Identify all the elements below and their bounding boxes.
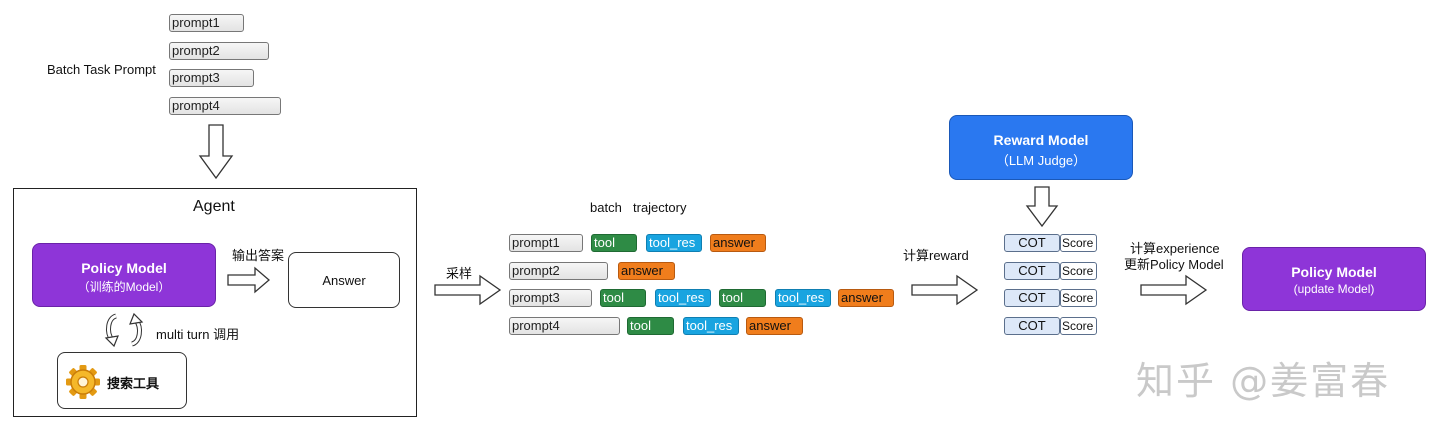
answer-box-label: Answer: [322, 273, 366, 288]
gear-icon: [66, 365, 100, 399]
batch-task-prompt-label: Batch Task Prompt: [47, 62, 156, 77]
sample-label: 采样: [446, 266, 473, 281]
updated-policy-model-box: Policy Model (update Model): [1242, 247, 1426, 311]
score-cell: Score: [1060, 262, 1097, 280]
compute-reward-label: 计算reward: [903, 248, 969, 263]
trajectory-step-tool: tool: [719, 289, 766, 307]
batch-prompt-2: prompt2: [169, 42, 269, 60]
cot-cell: COT: [1004, 234, 1060, 252]
score-cell: Score: [1060, 317, 1097, 335]
score-cell: Score: [1060, 234, 1097, 252]
compute-experience-label: 计算experience: [1130, 241, 1220, 256]
score-cell: Score: [1060, 289, 1097, 307]
output-answer-label: 输出答案: [232, 248, 285, 263]
policy-model-subtitle: （训练的Model）: [77, 280, 171, 294]
cycle-icon: [104, 312, 144, 348]
batch-prompt-4: prompt4: [169, 97, 281, 115]
watermark: 知乎 @姜富春: [1136, 359, 1391, 403]
trajectory-title-batch: batch: [590, 200, 622, 215]
trajectory-step-tool: tool: [600, 289, 646, 307]
right-arrow-to-answer: [227, 266, 270, 294]
policy-model-title: Policy Model: [81, 260, 167, 276]
trajectory-step-answer: answer: [838, 289, 894, 307]
trajectory-step-tool-res: tool_res: [655, 289, 711, 307]
trajectory-title-trajectory: trajectory: [633, 200, 687, 215]
multi-turn-label: multi turn 调用: [156, 327, 240, 342]
agent-title: Agent: [193, 198, 235, 215]
trajectory-step-tool-res: tool_res: [775, 289, 831, 307]
answer-box: Answer: [288, 252, 400, 308]
trajectory-prompt-3: prompt3: [509, 289, 592, 307]
trajectory-step-tool: tool: [627, 317, 674, 335]
trajectory-step-tool: tool: [591, 234, 637, 252]
down-arrow-to-scores: [1025, 186, 1059, 228]
trajectory-step-answer: answer: [618, 262, 675, 280]
right-arrow-sample: [434, 274, 502, 306]
right-arrow-compute-reward: [911, 274, 979, 306]
trajectory-prompt-2: prompt2: [509, 262, 608, 280]
trajectory-step-answer: answer: [746, 317, 803, 335]
trajectory-step-answer: answer: [710, 234, 766, 252]
trajectory-prompt-1: prompt1: [509, 234, 583, 252]
cot-cell: COT: [1004, 317, 1060, 335]
cot-cell: COT: [1004, 262, 1060, 280]
trajectory-step-tool-res: tool_res: [683, 317, 739, 335]
reward-model-box: Reward Model （LLM Judge）: [949, 115, 1133, 180]
trajectory-step-tool-res: tool_res: [646, 234, 702, 252]
right-arrow-update-policy: [1140, 274, 1208, 306]
trajectory-prompt-4: prompt4: [509, 317, 620, 335]
updated-policy-subtitle: (update Model): [1293, 282, 1375, 296]
batch-prompt-3: prompt3: [169, 69, 254, 87]
reward-model-subtitle: （LLM Judge）: [995, 153, 1087, 168]
policy-model-box: Policy Model （训练的Model）: [32, 243, 216, 307]
update-policy-label: 更新Policy Model: [1124, 257, 1224, 272]
search-tool-box: 搜索工具: [57, 352, 187, 409]
batch-prompt-1: prompt1: [169, 14, 244, 32]
down-arrow-to-agent: [198, 124, 234, 180]
reward-model-title: Reward Model: [993, 132, 1089, 148]
cot-cell: COT: [1004, 289, 1060, 307]
search-tool-label: 搜索工具: [107, 376, 160, 391]
updated-policy-title: Policy Model: [1291, 264, 1377, 280]
